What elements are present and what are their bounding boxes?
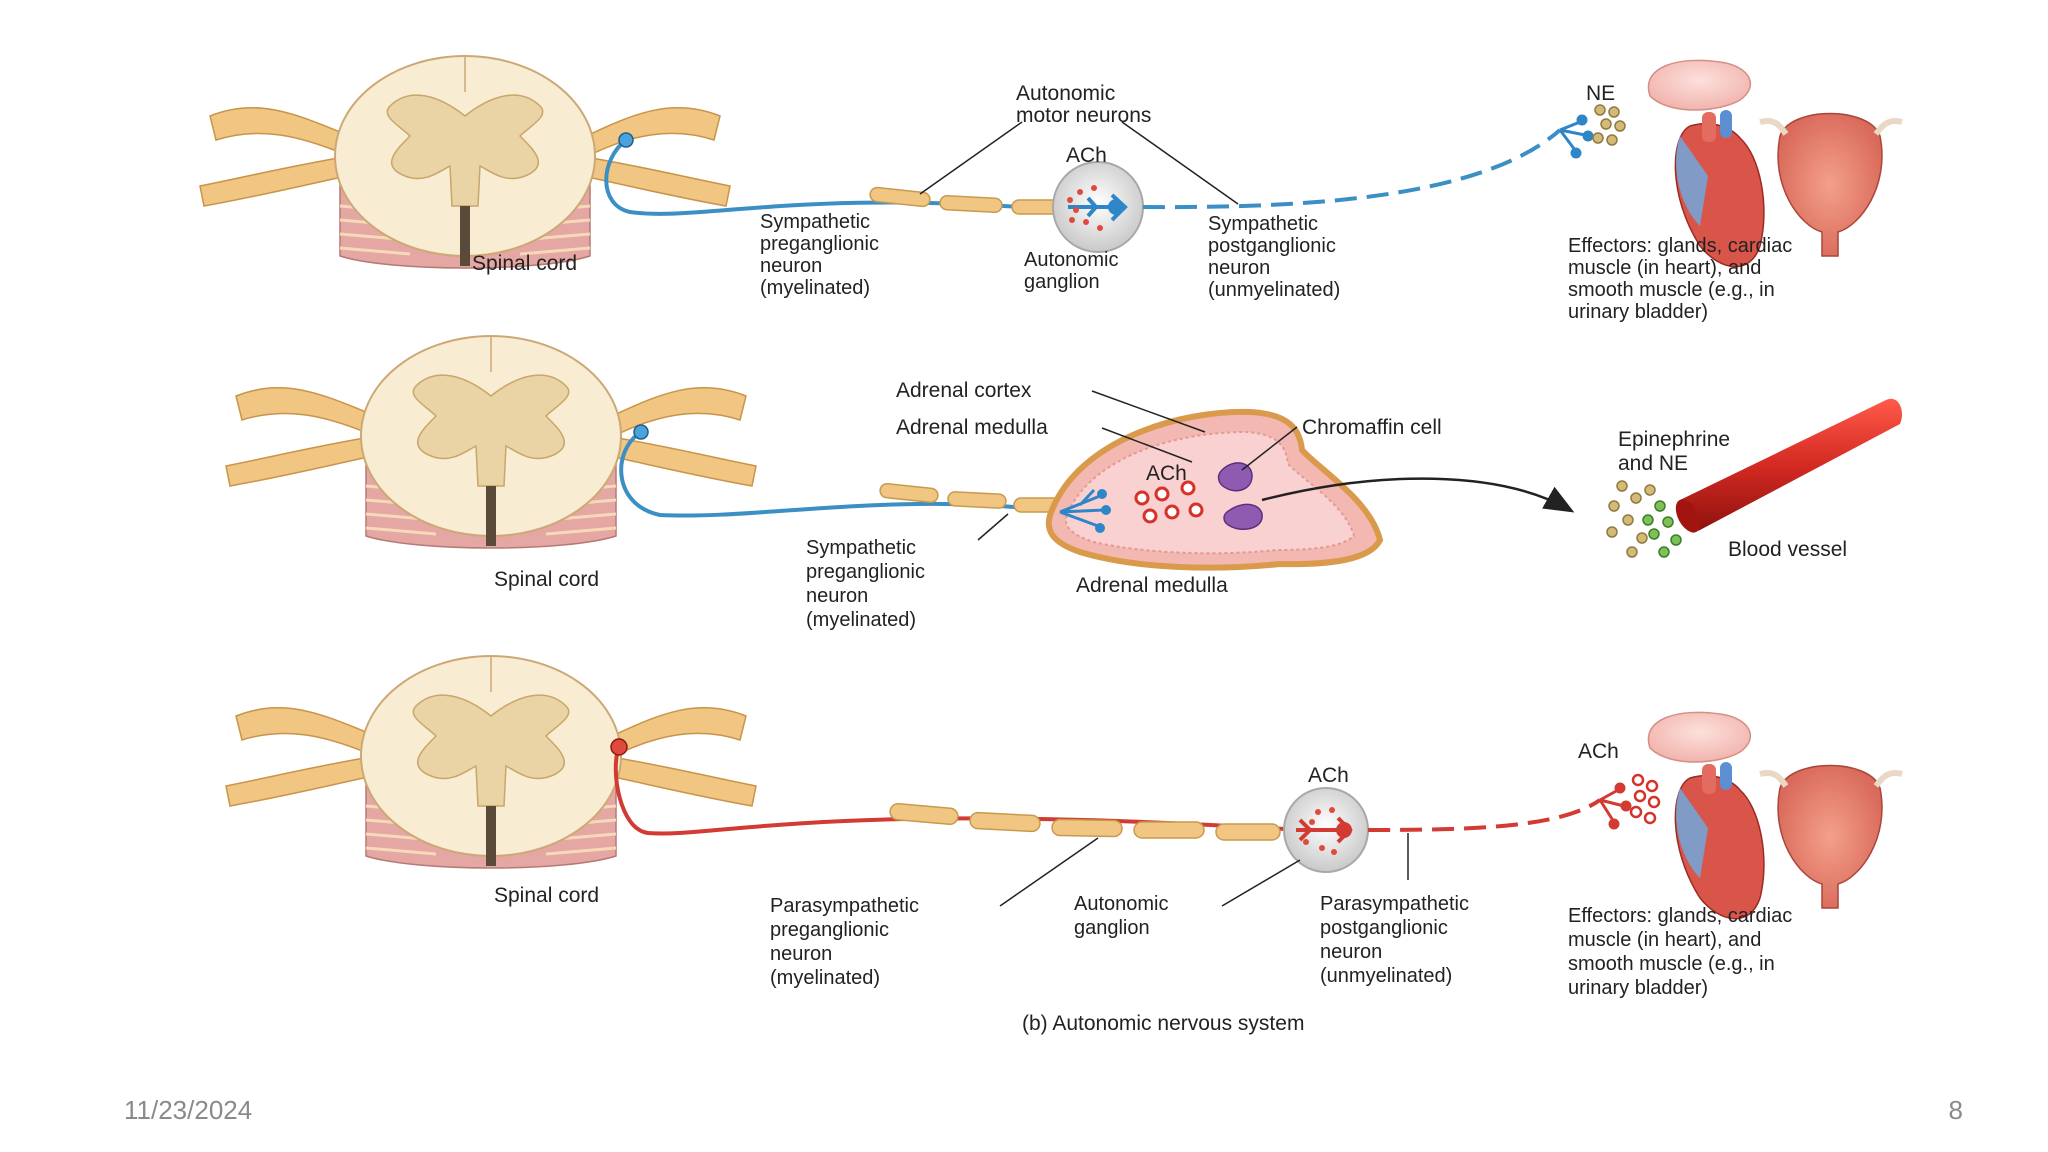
row2-adrenal-gland	[1045, 408, 1384, 571]
label-line: smooth muscle (e.g., in	[1568, 953, 1775, 975]
row2-ach-label: ACh	[1146, 462, 1187, 485]
row2-chromaffin-label: Chromaffin cell	[1302, 416, 1442, 439]
diagram-caption: (b) Autonomic nervous system	[1022, 1012, 1304, 1035]
label-line: Autonomic	[1074, 893, 1169, 915]
label-line: muscle (in heart), and	[1568, 257, 1761, 279]
label-line: preganglionic	[806, 561, 925, 583]
label-line: (myelinated)	[806, 609, 916, 631]
label-line: preganglionic	[760, 233, 879, 255]
row1-effector-organs	[1647, 59, 1903, 268]
row2-blood-vessel	[1675, 398, 1903, 533]
row1-ne-vesicles	[1592, 104, 1626, 146]
label-line: Epinephrine	[1618, 428, 1730, 451]
row2-neuron-body	[633, 424, 649, 440]
footer-date: 11/23/2024	[124, 1095, 253, 1125]
row3-spinal-cord-label: Spinal cord	[494, 884, 599, 907]
label-line: urinary bladder)	[1568, 977, 1708, 999]
label-line: neuron	[806, 585, 868, 607]
label-line: preganglionic	[770, 919, 889, 941]
row1-axon-terminals	[1558, 114, 1594, 159]
label-line: (myelinated)	[760, 277, 870, 299]
label-line: neuron	[760, 255, 822, 277]
label-line: and NE	[1618, 452, 1688, 475]
row1-postganglionic-axon	[1142, 128, 1562, 210]
label-line: Autonomic	[1016, 82, 1115, 105]
row2-adrenal-medulla-bottom-label: Adrenal medulla	[1076, 574, 1228, 597]
row2-epinephrine-vesicles	[1606, 480, 1688, 558]
row1-ach-label: ACh	[1066, 144, 1107, 167]
row1-leader-lines	[919, 121, 1239, 205]
row2-adrenal-pathway	[619, 390, 1903, 571]
row1-spinal-cord-label: Spinal cord	[472, 252, 577, 275]
label-line: Parasympathetic	[770, 895, 919, 917]
row2-spinal-cord-label: Spinal cord	[494, 568, 599, 591]
row3-myelin-sheath	[889, 802, 1281, 841]
row1-neuron-body	[618, 132, 634, 148]
row3-ach-effector-label: ACh	[1578, 740, 1619, 763]
label-line: ganglion	[1024, 271, 1100, 293]
label-line: (myelinated)	[770, 967, 880, 989]
label-line: neuron	[1208, 257, 1270, 279]
row2-blood-vessel-label: Blood vessel	[1728, 538, 1847, 561]
label-line: (unmyelinated)	[1320, 965, 1452, 987]
row3-neuron-body	[610, 738, 628, 756]
row2-secretion-arrow	[1261, 477, 1575, 513]
label-line: neuron	[770, 943, 832, 965]
row3-ach-ganglion-label: ACh	[1308, 764, 1349, 787]
label-line: muscle (in heart), and	[1568, 929, 1761, 951]
row3-ach-vesicles	[1629, 773, 1661, 825]
spinal-cord-2	[225, 335, 757, 549]
row3-autonomic-ganglion	[1283, 787, 1369, 873]
row1-ne-label: NE	[1586, 82, 1615, 105]
row2-adrenal-cortex-label: Adrenal cortex	[896, 379, 1032, 402]
spinal-cord-3	[225, 655, 757, 869]
label-line: Parasympathetic	[1320, 893, 1469, 915]
label-line: Sympathetic	[1208, 213, 1318, 235]
row3-postganglionic-axon	[1367, 798, 1602, 832]
row2-adrenal-medulla-top-label: Adrenal medulla	[896, 416, 1048, 439]
row2-leader-lines	[977, 390, 1298, 541]
footer-page-number: 8	[1948, 1095, 1963, 1125]
spinal-cord-1	[199, 55, 731, 269]
row2-myelin-sheath	[879, 482, 1071, 513]
label-line: Effectors: glands, cardiac	[1568, 235, 1792, 257]
label-line: Sympathetic	[806, 537, 916, 559]
label-line: motor neurons	[1016, 104, 1151, 127]
row1-autonomic-ganglion	[1052, 161, 1144, 253]
label-line: (unmyelinated)	[1208, 279, 1340, 301]
label-line: smooth muscle (e.g., in	[1568, 279, 1775, 301]
label-line: Effectors: glands, cardiac	[1568, 905, 1792, 927]
label-line: neuron	[1320, 941, 1382, 963]
row3-axon-terminals	[1598, 782, 1632, 830]
row1-myelin-sheath	[869, 186, 1073, 215]
row2-preganglionic-axon	[619, 430, 1061, 518]
row1-sympathetic-pathway	[604, 59, 1903, 268]
label-line: Sympathetic	[760, 211, 870, 233]
label-line: postganglionic	[1320, 917, 1448, 939]
label-line: postganglionic	[1208, 235, 1336, 257]
row3-leader-lines	[999, 833, 1409, 907]
label-line: ganglion	[1074, 917, 1150, 939]
label-line: urinary bladder)	[1568, 301, 1708, 323]
label-line: Autonomic	[1024, 249, 1119, 271]
row3-effector-organs	[1647, 711, 1903, 920]
row3-parasympathetic-pathway	[610, 711, 1903, 920]
